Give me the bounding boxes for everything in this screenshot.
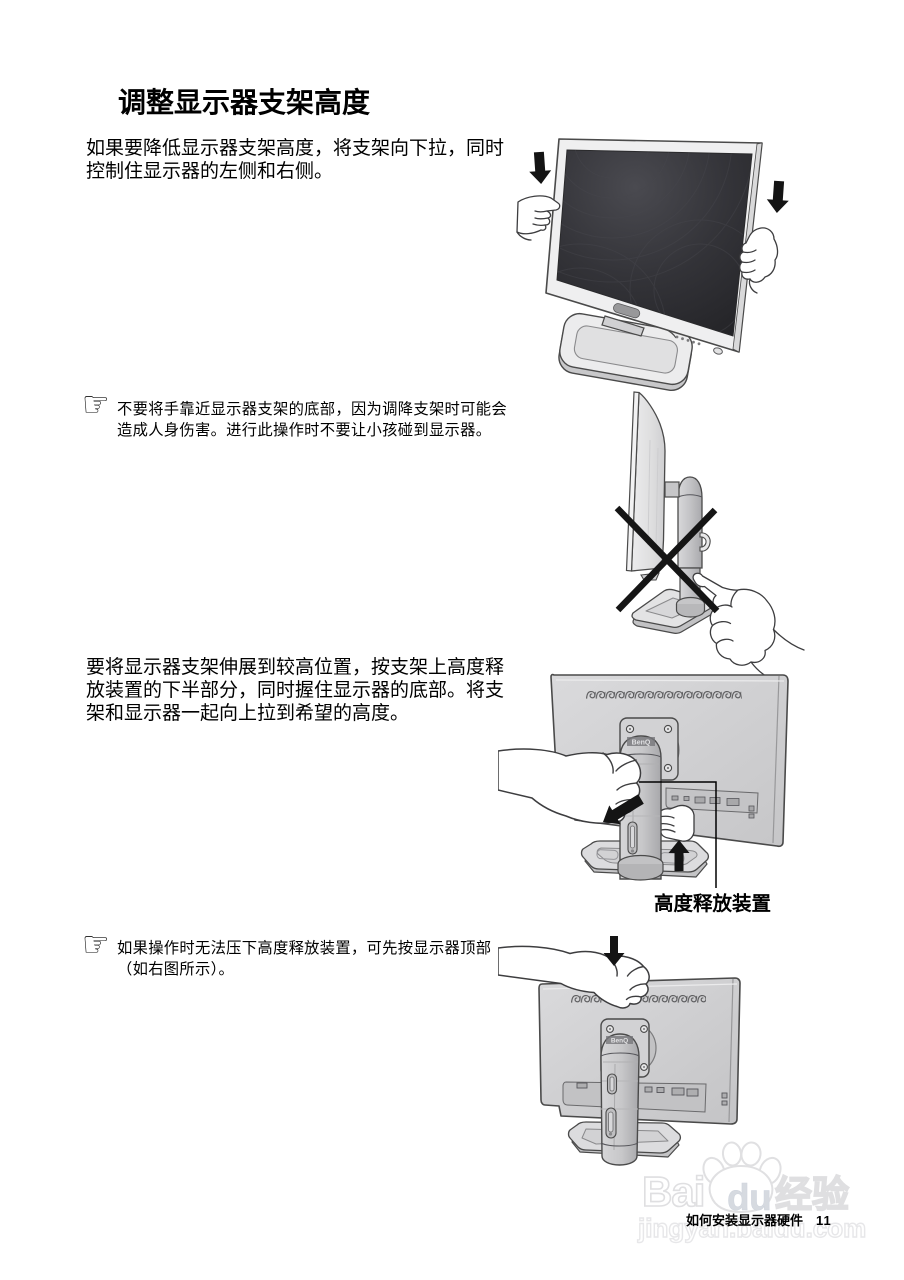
press-arrow-icon [603, 794, 644, 825]
intro-paragraph: 如果要降低显示器支架高度，将支架向下拉，同时 控制住显示器的左侧和右侧。 [86, 137, 504, 183]
brand-logo-text: BenQ [632, 740, 651, 747]
watermark-word-du: du [727, 1177, 771, 1218]
callout-line [639, 781, 717, 888]
stand-column: BenQ [600, 1033, 640, 1166]
brand-logo [627, 737, 655, 746]
page-footer: 如何安装显示器硬件 11 [686, 1210, 832, 1229]
pointing-hand-icon: ☞ [82, 925, 110, 965]
brand-logo-text: BenQ [611, 1038, 628, 1045]
intro-line-1: 如果要降低显示器支架高度，将支架向下拉，同时 [86, 138, 505, 159]
paw-icon [702, 1141, 782, 1214]
upper-slot [606, 1073, 618, 1095]
down-arrow-icon [603, 936, 625, 966]
watermark-url: jingyan.baidu.com [637, 1213, 866, 1243]
watermark-word-jingyan: 经验 [775, 1174, 849, 1215]
page-title: 调整显示器支架高度 [118, 86, 371, 118]
up-arrow-icon [668, 840, 690, 871]
raise-line-1: 要将显示器支架伸展到较高位置，按支架上高度释 [86, 657, 505, 678]
cable-hook [699, 532, 711, 552]
note2-line-2: （如右图所示）。 [117, 961, 235, 978]
release-slot [605, 1107, 617, 1139]
vent-pattern [586, 689, 742, 700]
note1-line-2: 造成人身伤害。进行此操作时不要让小孩碰到显示器。 [117, 422, 492, 439]
tip-note-press-top: 如果操作时无法压下高度释放装置，可先按显示器顶部 （如右图所示）。 [117, 938, 491, 980]
note1-line-1: 不要将手靠近显示器支架的底部，因为调降支架时可能会 [117, 401, 507, 418]
pressing-hand [498, 748, 642, 824]
monitor-base [558, 312, 693, 391]
brand-logo-pill [613, 303, 641, 319]
gripping-hand [656, 804, 695, 842]
figure-lower-monitor [516, 138, 789, 391]
left-hand [516, 195, 561, 241]
pivot-bracket [664, 481, 680, 498]
monitor-side-panel [625, 391, 666, 581]
watermark-word-bai: Bai [642, 1168, 704, 1215]
stand-column: BenQ [617, 735, 664, 881]
intro-line-2: 控制住显示器的左侧和右侧。 [86, 161, 334, 182]
power-button [713, 347, 723, 355]
footer-chapter: 如何安装显示器硬件 [686, 1213, 804, 1228]
note2-line-1: 如果操作时无法压下高度释放装置，可先按显示器顶部 [117, 940, 492, 957]
ports [671, 795, 755, 819]
down-arrow-icon [766, 180, 789, 213]
footer-page-number: 11 [816, 1213, 832, 1228]
control-buttons [675, 335, 701, 346]
pointing-hand-icon: ☞ [82, 385, 110, 425]
monitor-front [545, 138, 763, 355]
down-arrow-icon [529, 151, 552, 184]
figure-warning-stand-bottom [614, 391, 805, 680]
caution-note-lower: 不要将手靠近显示器支架的底部，因为调降支架时可能会 造成人身伤害。进行此操作时不… [117, 399, 507, 441]
raise-line-3: 架和显示器一起向上拉到希望的高度。 [86, 703, 410, 724]
height-release-label: 高度释放装置 [654, 893, 772, 915]
figure-press-top: BenQ [498, 936, 741, 1166]
screen [556, 149, 753, 337]
raise-line-2: 放装置的下半部分，同时握住显示器的底部。将支 [86, 680, 505, 701]
ports [576, 1082, 728, 1106]
figure-height-release: BenQ [498, 673, 789, 888]
brand-logo [606, 1036, 633, 1044]
prohibition-cross-icon [614, 505, 720, 614]
raise-paragraph: 要将显示器支架伸展到较高位置，按支架上高度释 放装置的下半部分，同时握住显示器的… [86, 656, 504, 725]
right-hand [739, 227, 779, 294]
baidu-jingyan-watermark: Bai du 经验 jingyan.baidu.com [636, 1141, 867, 1244]
release-slot [627, 821, 638, 855]
